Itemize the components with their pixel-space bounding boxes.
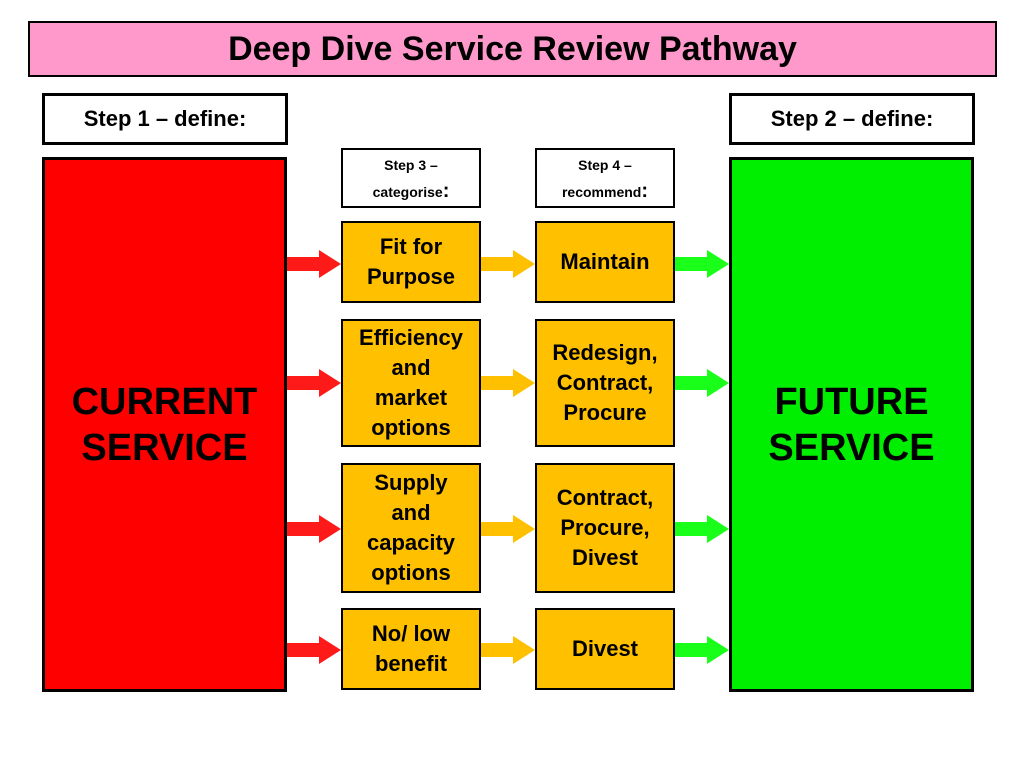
step2-label: Step 2 – define: (770, 106, 934, 131)
recommendation-line: Procure (563, 400, 647, 425)
arrow-amber-icon (481, 369, 535, 397)
arrow-green-icon (675, 636, 729, 664)
arrow-red-icon (287, 636, 341, 664)
arrow-amber-icon (481, 250, 535, 278)
step4-line1: Step 4 – (578, 156, 632, 173)
step1-label: Step 1 – define: (83, 106, 247, 131)
category-line: market (374, 385, 448, 410)
category-box: Efficiency and market options (341, 319, 481, 447)
future-service-line2: SERVICE (768, 426, 935, 469)
recommendation-box: Redesign, Contract, Procure (535, 319, 675, 447)
future-service-box: FUTURE SERVICE (729, 157, 974, 692)
step3-colon: : (442, 179, 450, 202)
arrow-amber-icon (481, 515, 535, 543)
category-line: benefit (374, 651, 448, 676)
category-box: No/ low benefit (341, 608, 481, 690)
arrow-green-icon (675, 369, 729, 397)
category-line: Purpose (366, 264, 456, 289)
title-text: Deep Dive Service Review Pathway (228, 29, 797, 68)
recommendation-line: Contract, (556, 485, 654, 510)
step2-label-box: Step 2 – define: (729, 93, 975, 145)
recommendation-line: Divest (571, 545, 639, 570)
category-box: Supply and capacity options (341, 463, 481, 593)
recommendation-box: Contract, Procure, Divest (535, 463, 675, 593)
arrow-red-icon (287, 250, 341, 278)
step4-line2: recommend (561, 183, 642, 200)
arrow-amber-icon (481, 636, 535, 664)
category-line: options (371, 415, 451, 440)
arrow-red-icon (287, 369, 341, 397)
category-line: capacity (366, 530, 456, 555)
step3-label-box: Step 3 – categorise: (341, 148, 481, 208)
step3-line1: Step 3 – (384, 156, 438, 173)
recommendation-line: Divest (571, 636, 639, 661)
future-service-line1: FUTURE (774, 380, 929, 423)
arrow-green-icon (675, 250, 729, 278)
recommendation-box: Maintain (535, 221, 675, 303)
current-service-line2: SERVICE (81, 426, 248, 469)
current-service-box: CURRENT SERVICE (42, 157, 287, 692)
page-title: Deep Dive Service Review Pathway (28, 21, 997, 77)
category-line: No/ low (371, 621, 451, 646)
recommendation-line: Procure, (560, 515, 650, 540)
recommendation-line: Contract, (556, 370, 654, 395)
step4-line2-wrap: recommend: (562, 178, 648, 205)
arrow-red-icon (287, 515, 341, 543)
step4-label-box: Step 4 – recommend: (535, 148, 675, 208)
category-line: and (391, 500, 431, 525)
category-line: Supply (374, 470, 448, 495)
arrow-green-icon (675, 515, 729, 543)
category-line: Efficiency (359, 325, 463, 350)
recommendation-line: Redesign, (552, 340, 658, 365)
category-box: Fit for Purpose (341, 221, 481, 303)
current-service-line1: CURRENT (71, 380, 258, 423)
step4-colon: : (641, 179, 649, 202)
step3-line2: categorise (372, 183, 443, 200)
recommendation-box: Divest (535, 608, 675, 690)
category-line: Fit for (379, 234, 443, 259)
recommendation-line: Maintain (560, 249, 650, 274)
category-line: and (391, 355, 431, 380)
step3-line2-wrap: categorise: (373, 178, 450, 205)
category-line: options (371, 560, 451, 585)
step1-label-box: Step 1 – define: (42, 93, 288, 145)
